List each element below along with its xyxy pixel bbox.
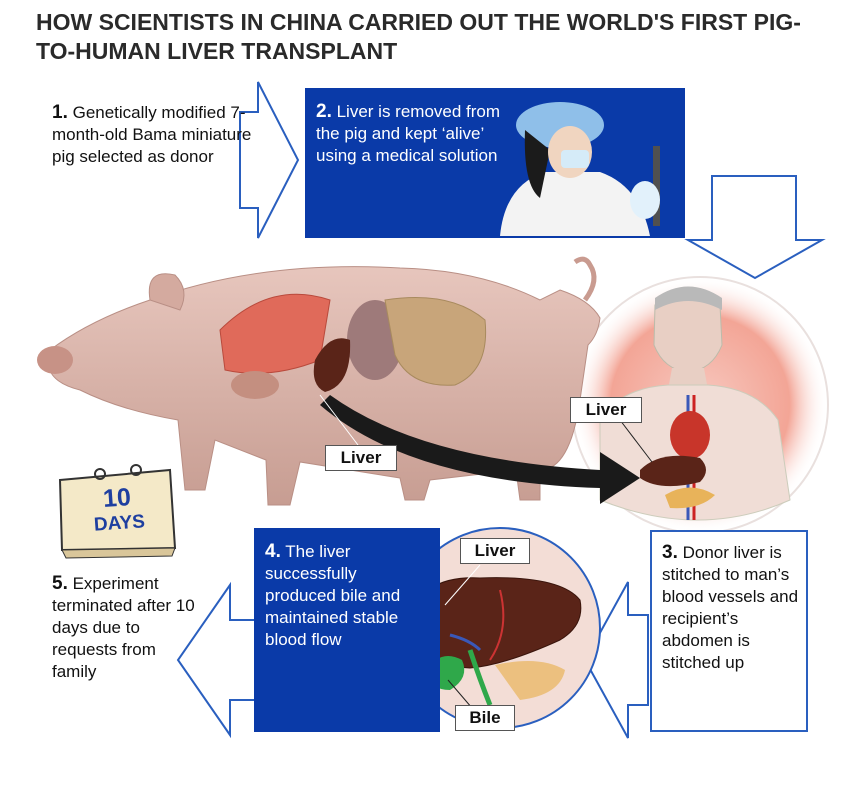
calendar-number: 10	[102, 483, 132, 513]
step-2: 2. Liver is removed from the pig and kep…	[316, 101, 502, 167]
step-1-text: Genetically modified 7-month-old Bama mi…	[52, 103, 252, 166]
scientist-panel	[500, 102, 660, 236]
human-figure	[599, 286, 791, 521]
step-4-number: 4.	[265, 541, 281, 562]
arrow-step3-to-4	[583, 581, 649, 739]
step-3-number: 3.	[662, 542, 678, 563]
label-liver-pig: Liver	[325, 445, 397, 471]
step-3: 3. Donor liver is stitched to man’s bloo…	[662, 542, 808, 674]
page-title: HOW SCIENTISTS IN CHINA CARRIED OUT THE …	[36, 9, 801, 64]
label-liver-human: Liver	[570, 397, 642, 423]
label-liver-detail: Liver	[460, 538, 530, 564]
step-3-box	[650, 530, 808, 732]
step-5-text: Experiment terminated after 10 days due …	[52, 574, 195, 681]
label-bile: Bile	[455, 705, 515, 731]
step-2-text: Liver is removed from the pig and kept ‘…	[316, 102, 501, 165]
step-2-number: 2.	[316, 101, 332, 122]
step-4-text: The liver successfully produced bile and…	[265, 542, 401, 649]
arrow-step1-to-2	[239, 81, 300, 239]
step-4-box	[254, 528, 440, 732]
arrow-step4-to-5	[176, 581, 256, 739]
step-4: 4. The liver successfully produced bile …	[265, 541, 405, 651]
pig-illustration	[37, 256, 601, 506]
step-5-number: 5.	[52, 573, 68, 594]
transfer-arrow	[320, 395, 640, 504]
arrow-step2-to-3	[684, 175, 826, 280]
calendar-icon	[58, 464, 177, 559]
step-5: 5. Experiment terminated after 10 days d…	[52, 573, 202, 683]
step-1: 1. Genetically modified 7-month-old Bama…	[52, 102, 252, 168]
step-3-text: Donor liver is stitched to man’s blood v…	[662, 543, 799, 672]
step-1-number: 1.	[52, 102, 68, 123]
